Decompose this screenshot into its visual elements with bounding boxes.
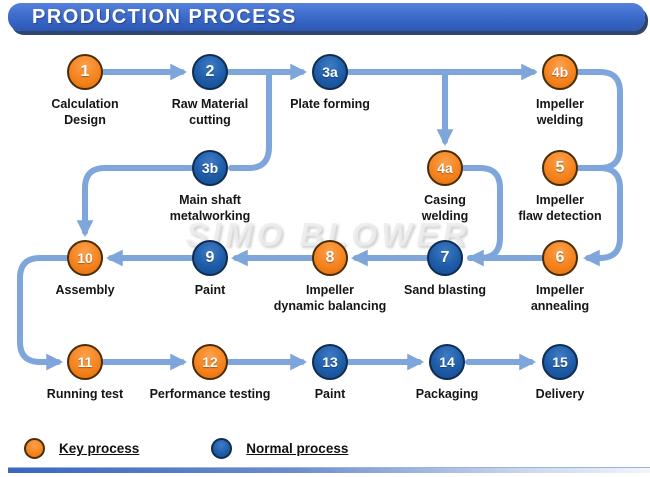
process-node-7-circle: 7	[427, 240, 463, 276]
process-node-4a-label: Casing welding	[421, 193, 469, 224]
process-node-13-label: Paint	[314, 387, 346, 401]
process-node-11-circle: 11	[67, 344, 103, 380]
legend: Key process Normal process	[24, 438, 348, 459]
process-node-3b-label: Main shaft metalworking	[169, 193, 251, 224]
process-node-2-label: Raw Material cutting	[171, 97, 249, 128]
process-node-15-label: Delivery	[535, 387, 585, 401]
process-node-5-label: Impeller flaw detection	[518, 193, 602, 224]
process-node-9-circle: 9	[192, 240, 228, 276]
process-node-6-label: Impeller annealing	[530, 283, 590, 314]
process-node-10-label: Assembly	[55, 283, 115, 297]
process-node-8-circle: 8	[312, 240, 348, 276]
process-node-5-circle: 5	[542, 150, 578, 186]
process-node-4b-label: Impeller welding	[536, 97, 584, 128]
process-node-4a-circle: 4a	[427, 150, 463, 186]
key-process-dot-icon	[24, 438, 45, 459]
process-node-4b-circle: 4b	[542, 54, 578, 90]
process-node-8-label: Impeller dynamic balancing	[273, 283, 387, 314]
process-node-1-circle: 1	[67, 54, 103, 90]
process-node-12-label: Performance testing	[149, 387, 271, 401]
edge-3b-10	[76, 165, 194, 238]
process-node-12-circle: 12	[192, 344, 228, 380]
legend-normal-process: Normal process	[211, 438, 348, 459]
process-node-15-circle: 15	[542, 344, 578, 380]
title-banner: PRODUCTION PROCESS	[8, 3, 645, 31]
edge-5-6	[576, 165, 623, 267]
process-node-14-label: Packaging	[415, 387, 479, 401]
process-node-3a-circle: 3a	[312, 54, 348, 90]
normal-process-dot-icon	[211, 438, 233, 459]
process-node-13-circle: 13	[312, 344, 348, 380]
legend-normal-label: Normal process	[246, 441, 349, 456]
process-node-7-label: Sand blasting	[404, 283, 486, 297]
process-node-3b-circle: 3b	[192, 150, 228, 186]
process-node-9-label: Paint	[194, 283, 226, 297]
process-node-3a-label: Plate forming	[290, 97, 370, 111]
process-node-11-label: Running test	[46, 387, 124, 401]
edge-10-11	[17, 255, 69, 371]
process-node-10-circle: 10	[67, 240, 103, 276]
process-node-6-circle: 6	[542, 240, 578, 276]
edge-2-3b	[228, 69, 272, 171]
process-node-14-circle: 14	[429, 344, 465, 380]
legend-key-process: Key process	[24, 438, 139, 459]
bottom-divider-bar	[8, 467, 650, 473]
legend-key-label: Key process	[59, 441, 140, 456]
page-title: PRODUCTION PROCESS	[32, 5, 297, 28]
process-node-2-circle: 2	[192, 54, 228, 90]
process-node-1-label: Calculation Design	[51, 97, 119, 128]
